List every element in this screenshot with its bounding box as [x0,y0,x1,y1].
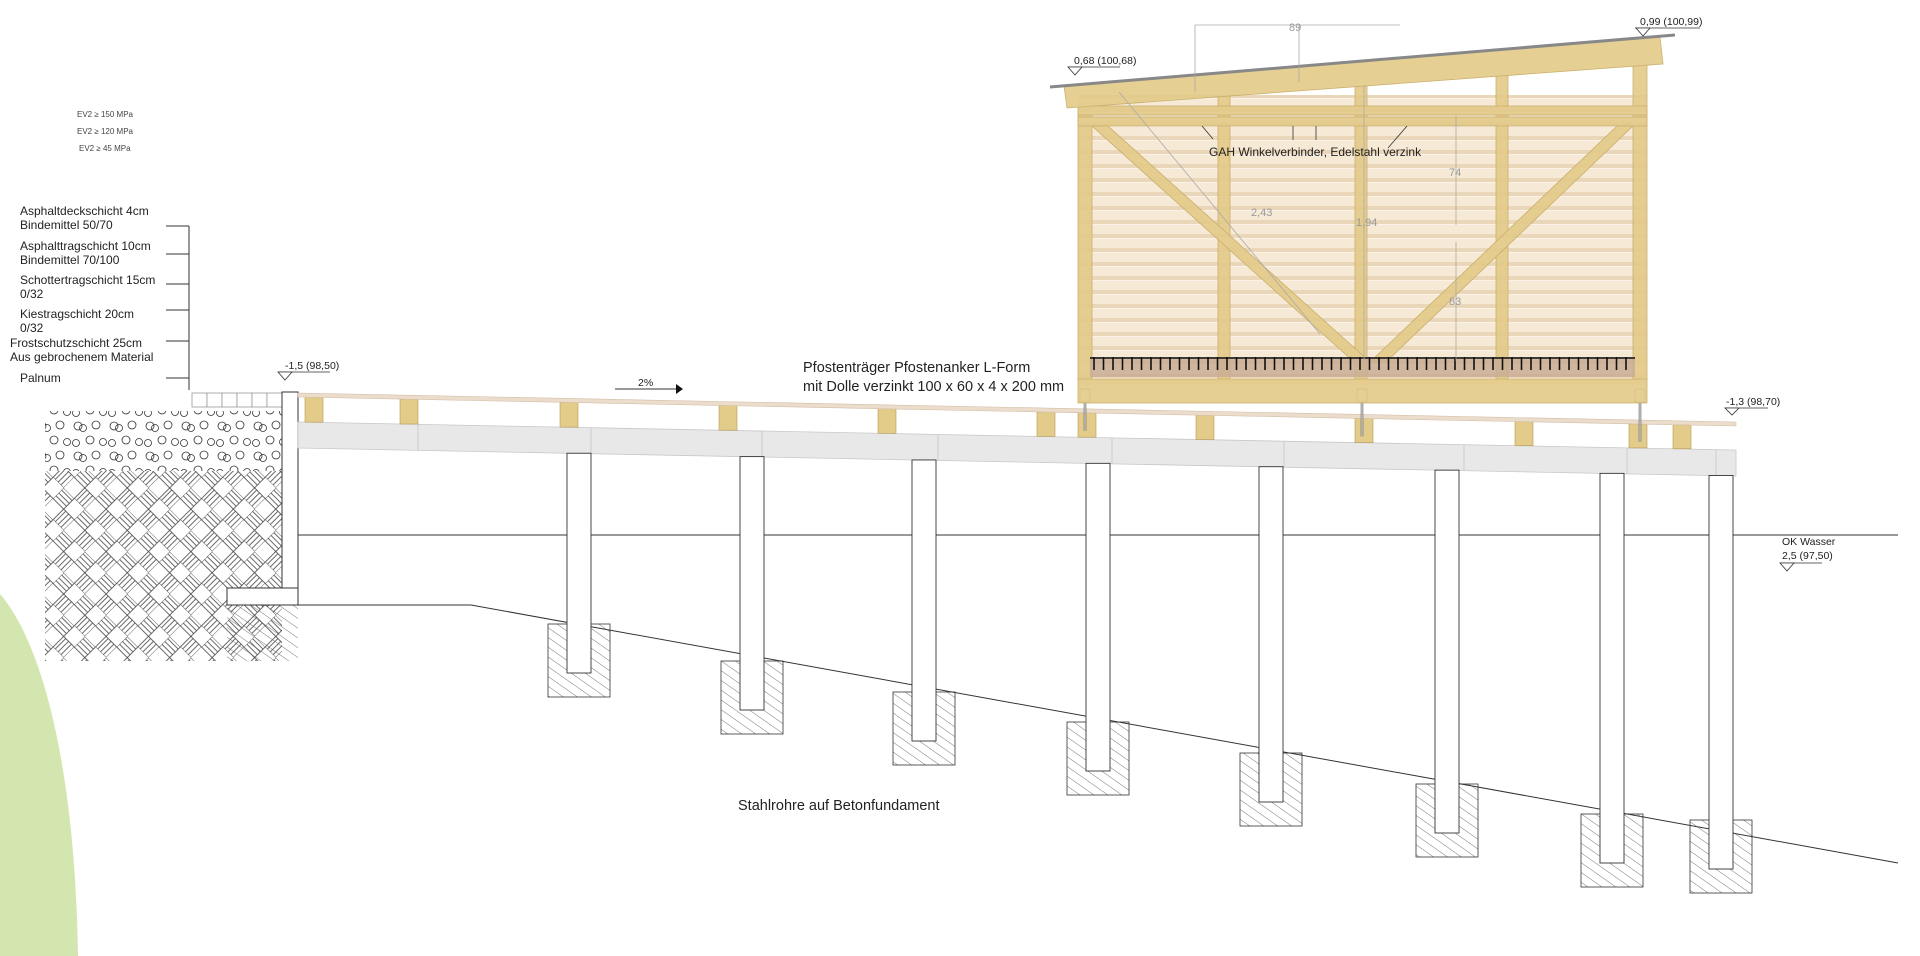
ev-label: EV2 ≥ 45 MPa [79,144,131,153]
connector-leaders [1201,125,1408,149]
gravel-layer [45,411,282,471]
bridge-structure [297,388,1753,894]
timber-joist [1077,412,1097,438]
shed: 89 2,43 1,94 74 83 GAH Winkelverbinder, … [1049,22,1676,404]
elevation-roof-left: 0,68 (100,68) [1067,55,1136,76]
shed-sill [1077,378,1648,404]
elevation-value: -1,3 (98,70) [1726,396,1780,408]
shed-post [1077,104,1093,381]
wall-footing [226,587,299,606]
layer-label: Aus gebrochenem Material [10,350,153,364]
elevation-value: 2,5 (97,50) [1782,550,1833,562]
layer-label: 0/32 [20,287,44,301]
timber-joist [1514,421,1534,446]
timber-joist [1354,418,1374,443]
shed-top-rail [1077,116,1648,127]
shed-top-rail [1077,105,1648,116]
dimension-diagonal: 2,43 [1251,207,1272,219]
angle-connector-label: GAH Winkelverbinder, Edelstahl verzink [1209,145,1422,159]
elevation-roof-right: 0,99 (100,99) [1635,16,1702,37]
foundation-label: Stahlrohre auf Betonfundament [738,798,940,814]
elevation-deck-left: -1,5 (98,50) [277,360,339,381]
slope-label: 2% [638,377,653,389]
elevation-value: -1,5 (98,50) [285,360,339,372]
timber-joist [1195,414,1215,440]
timber-joist [718,405,738,431]
water-label: OK Wasser [1782,536,1836,548]
dimension-lines [1118,24,1457,361]
steel-pipe-post [911,459,937,742]
ev-label: EV2 ≥ 120 MPa [77,127,134,136]
layer-label: Frostschutzschicht 25cm [10,336,142,350]
ev-labels: EV2 ≥ 150 MPa EV2 ≥ 120 MPa EV2 ≥ 45 MPa [77,110,134,153]
steel-pipe-post [739,456,765,711]
dimension-height: 1,94 [1356,217,1377,229]
elevation-triangle-icon [1635,27,1651,37]
timber-joist [559,401,579,428]
left-embankment [45,391,299,661]
concrete-beam [297,421,1737,477]
dimension-top-width: 89 [1289,22,1301,34]
elevation-value: 0,99 (100,99) [1640,16,1702,28]
post-anchor-label: mit Dolle verzinkt 100 x 60 x 4 x 200 mm [803,379,1064,395]
layer-label: Kiestragschicht 20cm [20,307,134,321]
layer-label: Bindemittel 70/100 [20,253,120,267]
layer-label: Asphaltdeckschicht 4cm [20,204,149,218]
elevation-triangle-icon [1724,407,1740,416]
elevation-triangle-icon [1779,562,1795,572]
shed-floor [1090,357,1635,377]
elevation-triangle-icon [277,371,293,381]
slope-arrow-icon [615,384,683,394]
layer-label: Bindemittel 50/70 [20,218,113,232]
ev-label: EV2 ≥ 150 MPa [77,110,134,119]
post-anchor-label: Pfostenträger Pfostenanker L-Form [803,360,1030,376]
elevation-value: 0,68 (100,68) [1074,55,1136,67]
dimension-upper: 74 [1449,167,1461,179]
grass-shape [0,594,78,956]
roof-cover [1049,33,1676,89]
layer-label: 0/32 [20,321,44,335]
steel-pipe-post [1085,462,1111,772]
timber-joist [877,408,897,434]
legend-bracket [166,225,190,390]
paving-stones [191,392,283,408]
elevation-deck-right: -1,3 (98,70) [1724,396,1780,416]
timber-joist [304,396,324,423]
steel-pipe-post [1708,475,1734,870]
elevation-triangle-icon [1067,66,1083,76]
layer-legend: Asphaltdeckschicht 4cm Bindemittel 50/70… [10,204,190,390]
timber-joist [1628,423,1648,449]
elevation-water: OK Wasser 2,5 (97,50) [1779,536,1836,572]
layer-label: Palnum [20,371,61,385]
soil-below-footing [227,605,298,661]
timber-joist [399,398,419,425]
steel-pipe-post [1434,469,1460,834]
deck-board [297,392,1737,427]
steel-pipe-post [1258,466,1284,803]
layer-label: Asphalttragschicht 10cm [20,239,151,253]
timber-joist [1672,424,1692,450]
dimension-lower: 83 [1449,296,1461,308]
steel-pipe-post [566,452,592,674]
retaining-wall [281,391,299,606]
steel-pipe-post [1599,472,1625,864]
timber-joist [1036,411,1056,437]
floor-fasteners [1090,357,1635,370]
layer-label: Schottertragschicht 15cm [20,273,155,287]
ground-line [227,604,1899,864]
